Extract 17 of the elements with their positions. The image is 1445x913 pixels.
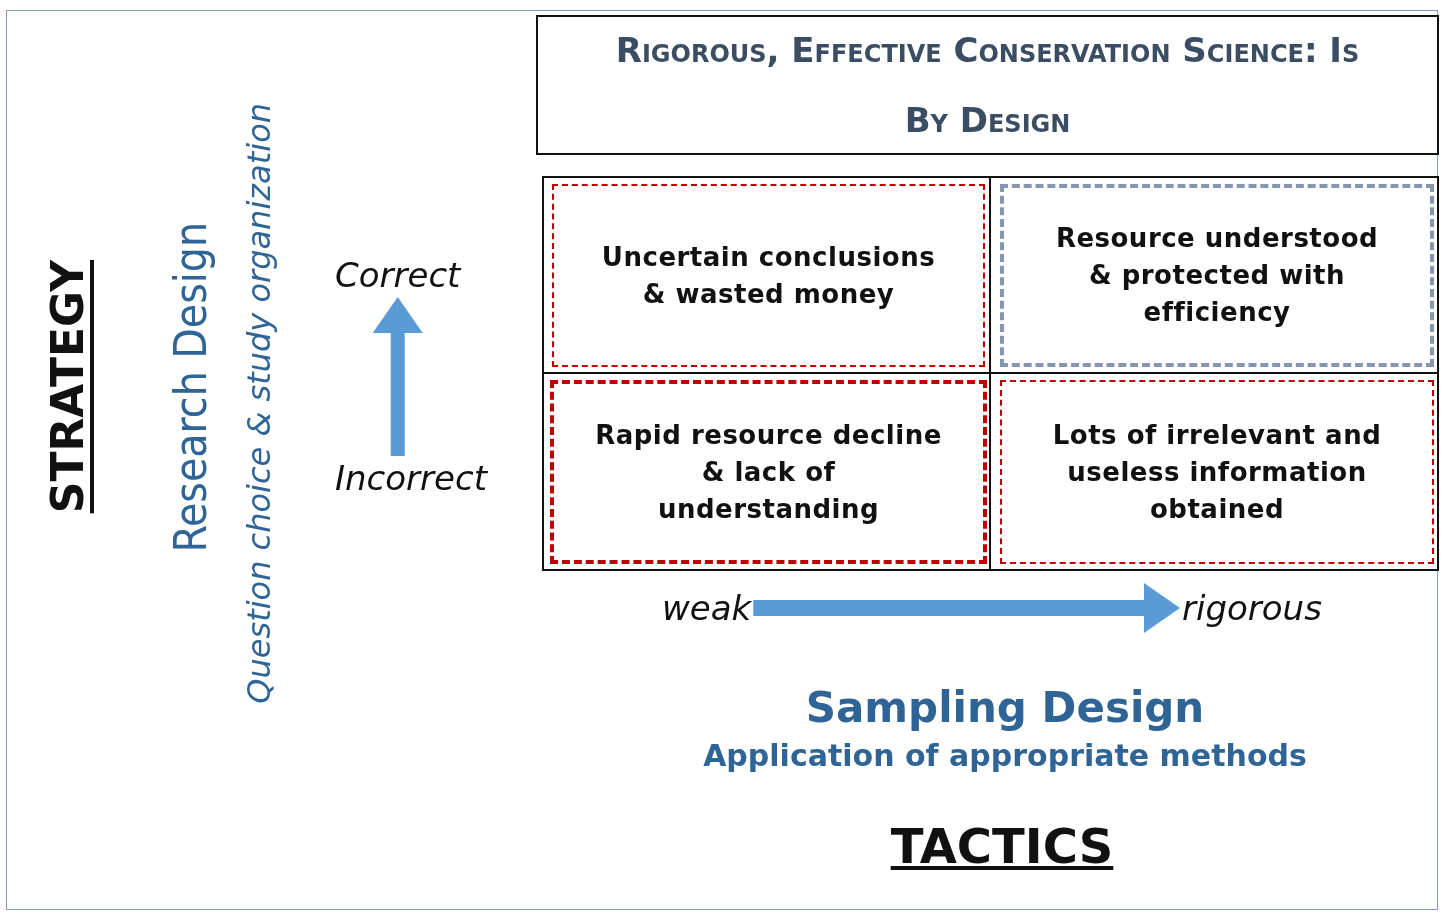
axis-subtitle: Application of appropriate methods bbox=[703, 738, 1307, 773]
axis-title: TACTICS bbox=[890, 818, 1114, 874]
axis-title: Research Design bbox=[165, 222, 216, 553]
arrow bbox=[753, 583, 1180, 633]
axis-label: Incorrect bbox=[335, 458, 487, 498]
axis-label: Correct bbox=[335, 255, 461, 295]
arrow bbox=[372, 297, 423, 456]
outcome-box: Uncertain conclusions & wasted money bbox=[552, 184, 985, 367]
outcome-box: Rapid resource decline & lack of understanding bbox=[550, 380, 987, 564]
title-box: Rigorous, Effective Conservation Science: Is By Design bbox=[536, 15, 1439, 155]
axis-label: rigorous bbox=[1182, 588, 1322, 628]
axis-subtitle: Question choice & study organization bbox=[240, 103, 278, 704]
axis-title: Sampling Design bbox=[805, 683, 1205, 732]
outcome-box: Resource understood & protected with efficiency bbox=[1000, 184, 1434, 367]
axis-title: STRATEGY bbox=[42, 260, 93, 514]
axis-label: weak bbox=[662, 588, 752, 628]
outcome-box: Lots of irrelevant and useless information obtained bbox=[1000, 380, 1434, 564]
